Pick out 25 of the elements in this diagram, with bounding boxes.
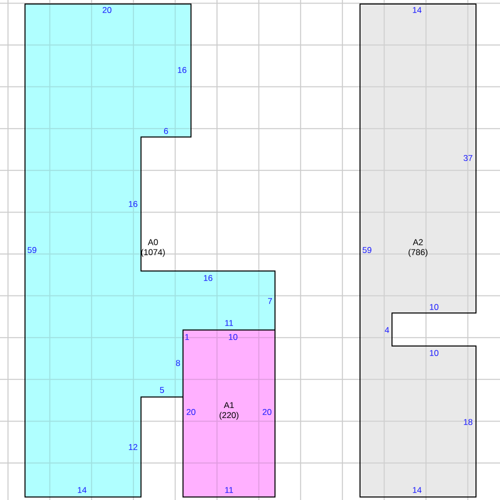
dimension-label: 10 <box>228 334 238 340</box>
dimension-label: 18 <box>464 419 472 425</box>
dimension-label: 10 <box>430 304 438 310</box>
dimension-label: 14 <box>78 487 86 493</box>
dimension-label: 7 <box>268 298 272 304</box>
dimension-label: 20 <box>102 7 112 13</box>
dimension-label: 8 <box>176 360 180 366</box>
dimension-label: 16 <box>178 67 186 73</box>
dimension-label: 5 <box>160 387 164 393</box>
dimension-label: 20 <box>262 409 272 415</box>
dimension-label: 20 <box>186 409 196 415</box>
dimension-label: 14 <box>412 487 422 493</box>
dimension-label: 4 <box>384 327 390 333</box>
dimension-label: 6 <box>164 128 168 134</box>
dimension-label: 37 <box>464 155 472 161</box>
dimension-label: 14 <box>412 7 422 13</box>
dimension-label: 10 <box>430 350 438 356</box>
dimension-label: 11 <box>225 487 233 493</box>
dimension-label: 16 <box>128 201 138 207</box>
dimension-label: 1 <box>185 334 189 340</box>
dimension-label: 59 <box>362 247 372 253</box>
dimension-label: 12 <box>128 444 138 450</box>
dimension-label: 11 <box>225 320 233 326</box>
dimension-label: 59 <box>28 247 36 253</box>
dimension-label: 16 <box>204 275 212 281</box>
